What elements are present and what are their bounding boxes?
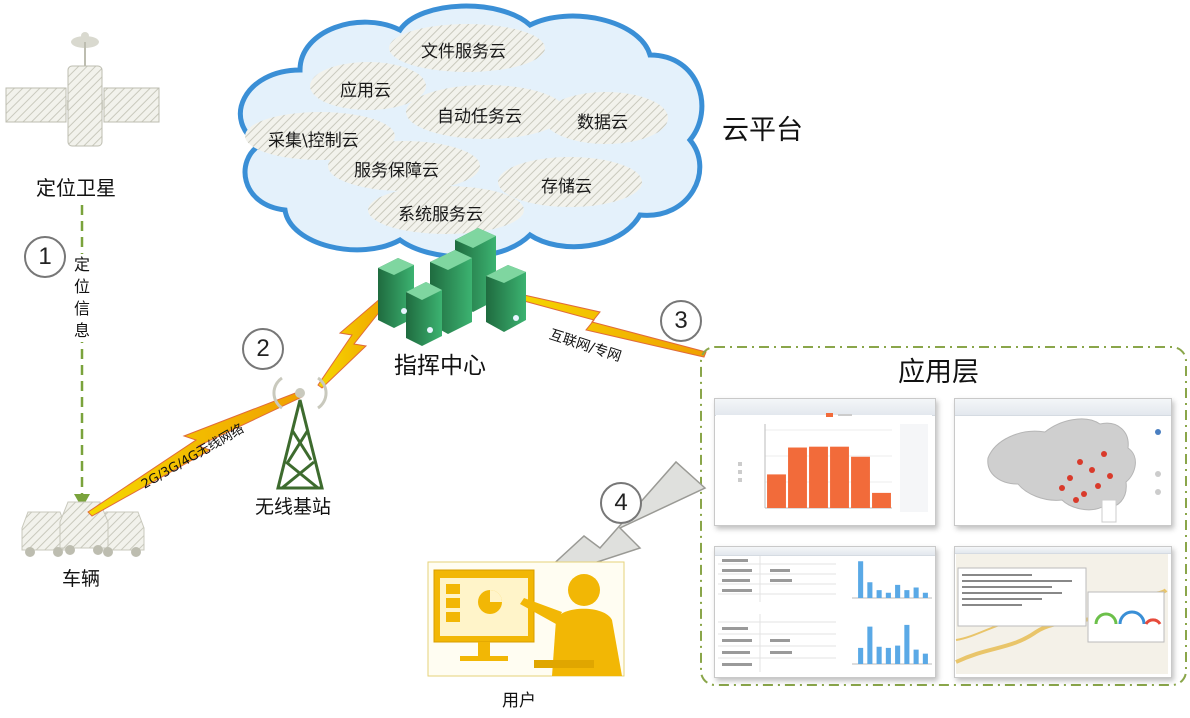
command-center-label: 指挥中心 [394,353,486,379]
step-2-badge: 2 [242,328,284,370]
user-scene [427,561,625,677]
vehicles-icon [21,501,145,557]
satellite-label: 定位卫星 [36,176,116,200]
lightning-center-applayer [512,292,707,358]
cloud-service-bubbles [245,24,668,234]
cloud-service-app: 应用云 [340,81,391,101]
step-3-badge: 3 [660,300,702,342]
app-layer-title: 应用层 [898,357,979,388]
satellite-icon [5,32,160,147]
screenshot-map-panel [954,398,1172,526]
wireless-tower-icon [272,376,328,490]
cloud-service-system: 系统服务云 [398,205,483,225]
app-layer-frame [700,346,1187,686]
step-4-badge: 4 [600,482,642,524]
cloud-service-guarantee: 服务保障云 [354,161,439,181]
base-station-label: 无线基站 [255,496,332,518]
cloud-service-collect: 采集\控制云 [268,131,359,151]
cloud-platform-title: 云平台 [722,115,803,146]
screenshot-bar-chart-panel [714,398,936,526]
cloud-service-data: 数据云 [577,113,628,133]
screenshot-tables-panel [714,546,936,678]
servers-icon [378,228,526,346]
step-1-label: 定位信息 [74,254,92,342]
cloud-service-file: 文件服务云 [421,42,506,62]
cloud-service-storage: 存储云 [541,177,592,197]
user-label: 用户 [502,691,536,711]
vehicle-label: 车辆 [62,568,101,590]
step-1-badge: 1 [24,236,66,278]
link-satellite-vehicle [74,205,90,508]
cloud-service-task: 自动任务云 [437,107,522,127]
screenshot-map-gauge-panel [954,546,1172,678]
